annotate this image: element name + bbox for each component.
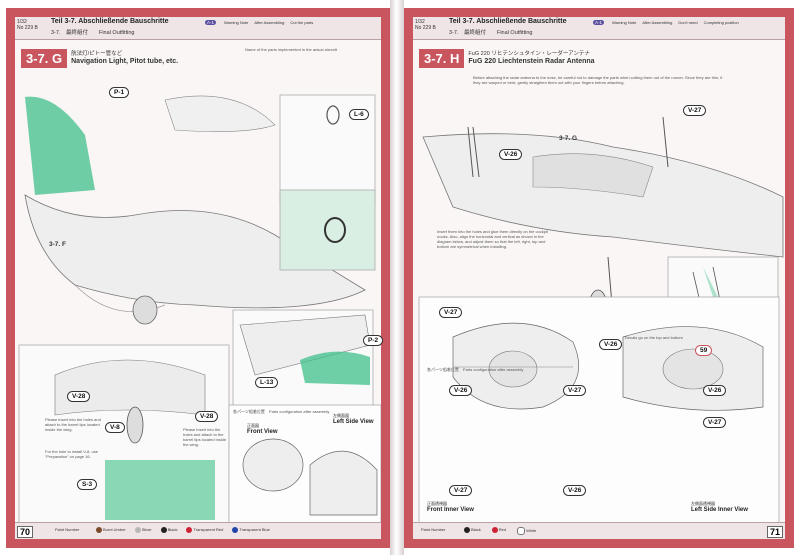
left-page: 1/32 No 229 B Teil 3-7. Abschließende Ba…	[6, 8, 390, 548]
preparation-note: For the hole to install V-8, use "Prepar…	[45, 449, 98, 459]
symbol-legend-right: A-1 Warning Note After Assembling Don't …	[593, 20, 739, 25]
legend-part: A-1	[205, 20, 217, 25]
page-number-left: 70	[17, 526, 34, 538]
insert-note-right: Please insert into the holes and attach …	[183, 427, 227, 447]
view-tag-v27-3: V-27	[449, 485, 473, 496]
view-tag-v26-3: V-26	[563, 485, 587, 496]
part-tag-v8: V-8	[105, 422, 125, 433]
page-number-right: 71	[766, 526, 783, 538]
left-assembly-diagram	[18, 94, 381, 530]
step-title-right: Teil 3-7. Abschließende Bauschritte	[449, 18, 567, 25]
decal-side-note: Decals go on the top and bottom	[625, 335, 683, 340]
right-page: 1/32 No 229 B Teil 3-7. Abschließende Ba…	[404, 8, 794, 548]
book-spine	[390, 0, 404, 555]
paint-color-4: Transparent Red	[185, 527, 223, 533]
insert-install-note: Insert them into the holes and glue them…	[437, 229, 548, 249]
view-tag-v27-2: V-27	[703, 417, 727, 428]
insert-note-left: Please insert into the holes and attach …	[45, 417, 101, 432]
paint-color-5: Transparent Blue	[231, 527, 270, 533]
step-title: Teil 3-7. Abschließende Bauschritte	[51, 18, 169, 25]
part-tag-v26-b: V-26	[599, 339, 623, 350]
nose-section	[422, 133, 784, 258]
symbol-legend: A-1 Warning Note After Assembling Cut th…	[205, 20, 313, 25]
part-tag-p1: P-1	[109, 87, 130, 98]
part-tag-v28-b: V-28	[195, 411, 219, 422]
legend-after: After Assembling	[254, 20, 285, 25]
right-paint-footer: Paint Number Black Red White	[413, 522, 785, 539]
ref-3-7-f: 3-7. F	[49, 241, 66, 248]
clear-green-part	[25, 96, 95, 195]
radar-intro-note: Before attaching the radar antenna to th…	[473, 75, 723, 85]
section-h-number: 3-7. H	[419, 49, 465, 68]
paint-color-6: Black	[463, 527, 481, 535]
kit-meta: 1/32 No 229 B	[17, 19, 47, 31]
part-tag-s3: S-3	[77, 479, 98, 490]
view-tag-v26-2: V-26	[703, 385, 727, 396]
paint-color-2: Silver	[134, 527, 152, 533]
part-tag-p2: P-2	[363, 335, 384, 346]
wing-outline	[24, 194, 366, 309]
section-g-number: 3-7. G	[21, 49, 68, 68]
part-tag-v27-b: V-27	[439, 307, 463, 318]
clear-lens-inset	[279, 189, 376, 271]
part-tag-v26-a: V-26	[499, 149, 523, 160]
view-tag-v26-1: V-26	[449, 385, 473, 396]
part-tag-l6: L-6	[349, 109, 369, 120]
kit-number: No 229 B	[17, 25, 38, 31]
paint-color-7: Red	[491, 527, 506, 535]
paint-number-label: Paint Number	[55, 527, 80, 532]
views-caption-left: 各パーツ組着位置 Parts configuration after assem…	[233, 409, 330, 414]
decal-number-59: 59	[695, 345, 713, 356]
left-page-header: 1/32 No 229 B Teil 3-7. Abschließende Ba…	[15, 17, 381, 40]
step-subtitle-right: 3-7. 最終組付 Final Outfitting	[449, 30, 533, 36]
views-caption-right: 各パーツ組着位置 Parts configuration after assem…	[427, 367, 524, 372]
right-assembly-diagram	[418, 116, 784, 533]
paint-color-8: White	[516, 527, 536, 535]
parts-intro: Name of the parts implemented in the act…	[245, 47, 337, 52]
part-tag-l13: L-13	[255, 377, 279, 388]
paint-color-3: Black	[160, 527, 177, 533]
step-subtitle: 3-7. 最終組付 Final Outfitting	[51, 30, 135, 36]
paint-color-list-right: Black Red White	[463, 527, 536, 535]
paint-color-1: Burnt Umber	[95, 527, 126, 533]
scale-label: 1/32	[17, 19, 27, 25]
legend-warning: Warning Note	[224, 20, 249, 25]
view-tag-v27-1: V-27	[563, 385, 587, 396]
part-tag-v27-a: V-27	[683, 105, 707, 116]
right-page-header: 1/32 No 229 B Teil 3-7. Abschließende Ba…	[413, 17, 785, 40]
ref-3-7-g: 3-7. G	[559, 135, 578, 142]
kit-meta-right: 1/32 No 229 B	[415, 19, 436, 31]
landing-gear-wheel	[132, 295, 158, 325]
part-tag-v28-a: V-28	[67, 391, 91, 402]
paint-color-list: Burnt Umber Silver Black Transparent Red…	[95, 527, 270, 533]
legend-cut: Cut the parts	[290, 20, 314, 25]
left-paint-footer: Paint Number Burnt Umber Silver Black Tr…	[15, 522, 381, 539]
